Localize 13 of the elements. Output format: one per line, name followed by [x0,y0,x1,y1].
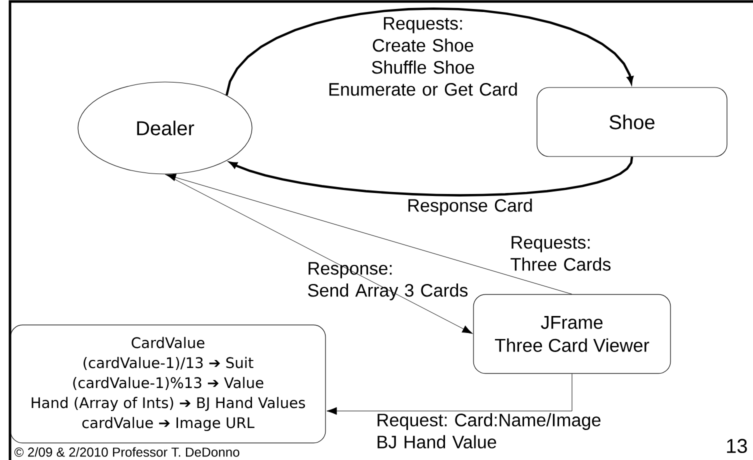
edge-label: Requests: Create Shoe Shuffle Shoe Enumerate or Get Card [329,17,517,96]
arrow [166,174,572,294]
arrow [326,374,572,415]
edge-label: Request: Card:Name/Image BJ Hand Value [378,413,600,448]
page-number: 13 [727,438,747,454]
arrow [230,156,634,196]
edge-label: Requests: Three Cards [510,236,611,271]
arrow [226,7,634,96]
edge-label: Response Card [408,198,532,216]
viewer-box: JFrame Three Card Viewer [473,294,671,374]
shoe-box: Shoe [536,87,728,157]
arrow [164,174,472,334]
card-value-box: CardValue (cardValue-1)/13 ➔ Suit (cardValue-1)%13 ➔ Value Hand (Array of Ints) ➔ BJ Hand Values cardValue ➔ Image URL [10,324,326,444]
